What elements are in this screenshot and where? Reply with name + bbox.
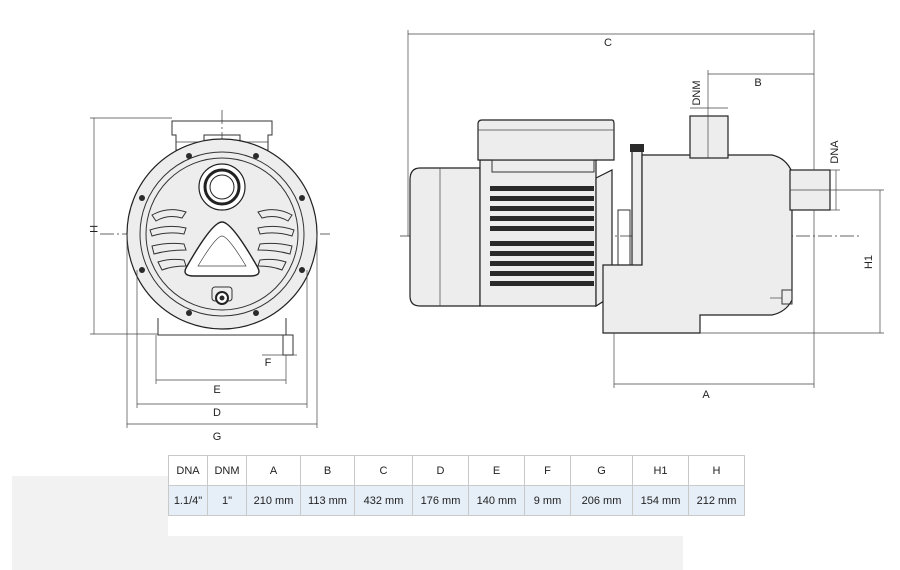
header-cell-h1: H1	[632, 455, 689, 486]
background-block-left	[12, 476, 168, 570]
value-cell-dna: 1.1/4"	[168, 485, 208, 516]
header-cell-c: C	[354, 455, 413, 486]
motor-fan-cover	[409, 167, 481, 307]
label-h1: H1	[863, 255, 875, 269]
value-cell-dnm: 1"	[207, 485, 247, 516]
label-b: B	[754, 77, 761, 89]
value-cell-b: 113 mm	[300, 485, 355, 516]
specification-table: DNA DNM A B C D E F G H1 H 1.1/4" 1" 210…	[168, 455, 745, 516]
label-e: E	[213, 384, 220, 396]
table-row: 1.1/4" 1" 210 mm 113 mm 432 mm 176 mm 14…	[168, 485, 745, 516]
label-d: D	[213, 407, 221, 419]
header-cell-h: H	[688, 455, 745, 486]
header-cell-d: D	[412, 455, 469, 486]
header-cell-b: B	[300, 455, 355, 486]
front-view: H E F D G	[87, 110, 330, 443]
side-view: C B DNM DNA H1 A	[400, 30, 884, 401]
value-cell-h1: 154 mm	[632, 485, 689, 516]
header-cell-e: E	[468, 455, 525, 486]
label-f: F	[265, 357, 272, 369]
table-header-row: DNA DNM A B C D E F G H1 H	[168, 455, 745, 486]
label-dnm: DNM	[691, 80, 703, 105]
pump-body-side	[602, 154, 793, 334]
value-cell-h: 212 mm	[688, 485, 745, 516]
value-cell-d: 176 mm	[412, 485, 469, 516]
value-cell-a: 210 mm	[246, 485, 301, 516]
label-a: A	[702, 389, 710, 401]
header-cell-dnm: DNM	[207, 455, 247, 486]
value-cell-f: 9 mm	[524, 485, 571, 516]
header-cell-g: G	[570, 455, 633, 486]
background-block-bottom	[155, 536, 683, 570]
label-g: G	[213, 431, 222, 443]
label-dna: DNA	[829, 140, 841, 164]
header-cell-f: F	[524, 455, 571, 486]
header-cell-dna: DNA	[168, 455, 208, 486]
value-cell-e: 140 mm	[468, 485, 525, 516]
value-cell-c: 432 mm	[354, 485, 413, 516]
technical-drawing: H E F D G	[87, 30, 884, 443]
label-h: H	[87, 225, 99, 233]
value-cell-g: 206 mm	[570, 485, 633, 516]
label-c: C	[604, 37, 612, 49]
header-cell-a: A	[246, 455, 301, 486]
